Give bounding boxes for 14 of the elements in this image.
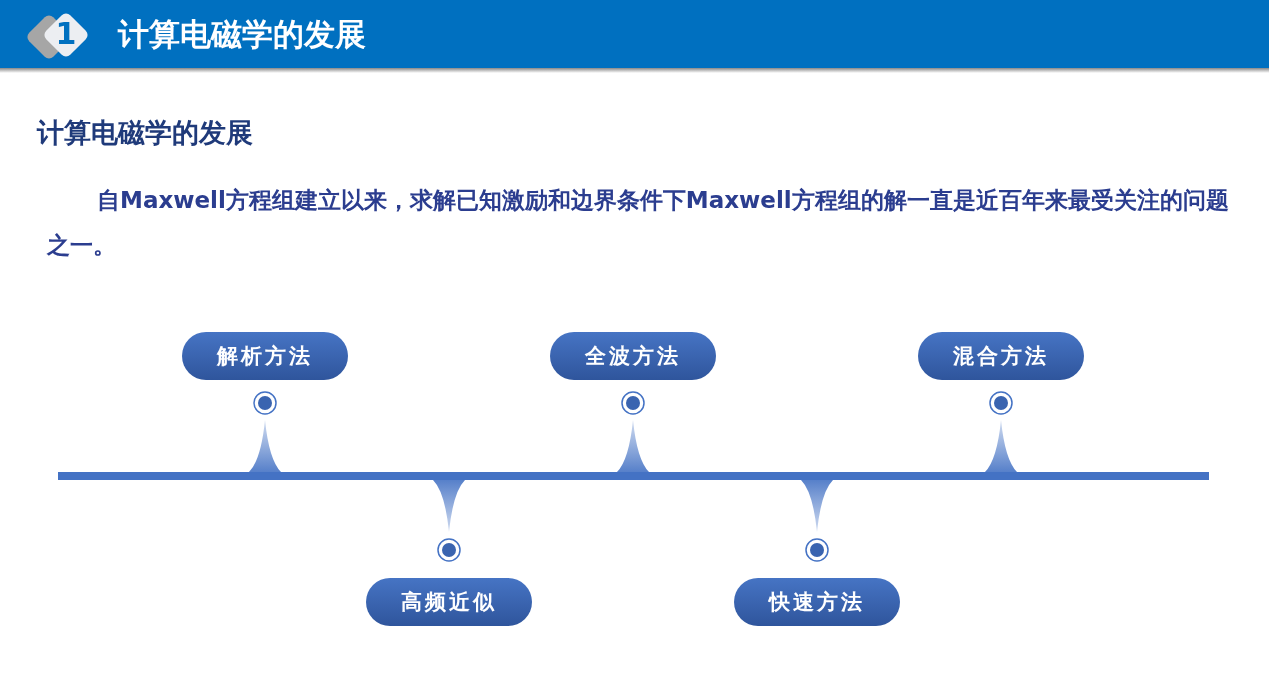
header-title: 计算电磁学的发展 — [118, 15, 366, 54]
subheading: 计算电磁学的发展 — [37, 116, 253, 150]
body-paragraph: 自Maxwell方程组建立以来，求解已知激励和边界条件下Maxwell方程组的解一直是近百年来最受关注的问题之一。 — [47, 186, 1230, 260]
timeline-pill — [550, 332, 716, 380]
timeline-pill — [182, 332, 348, 380]
pill-label: 混合方法 — [953, 343, 1049, 370]
timeline-pill — [366, 578, 532, 626]
pill-label: 全波方法 — [585, 343, 681, 370]
timeline-pill — [734, 578, 900, 626]
section-number: 1 — [54, 16, 78, 51]
pill-label: 快速方法 — [769, 589, 865, 616]
pill-label: 解析方法 — [217, 343, 313, 370]
timeline-pill — [918, 332, 1084, 380]
pill-label: 高频近似 — [401, 589, 497, 616]
